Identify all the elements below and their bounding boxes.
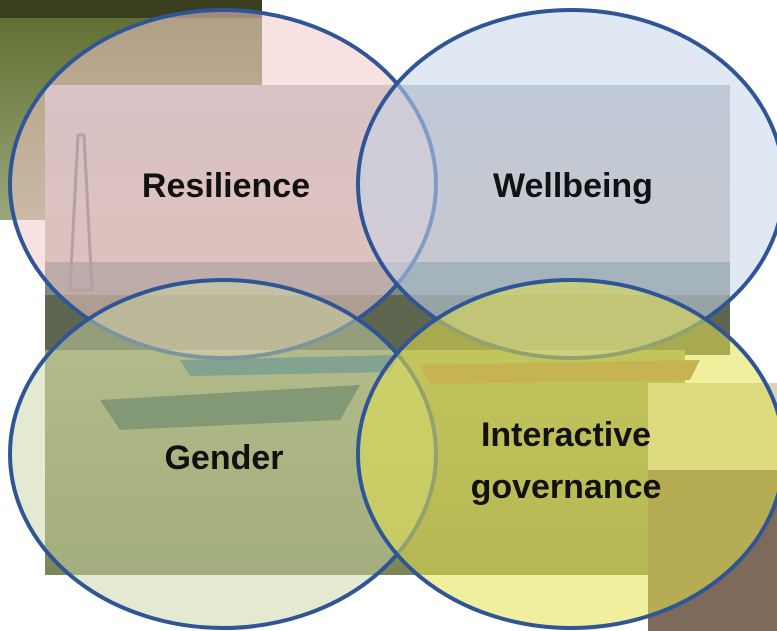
gender-label: Gender bbox=[164, 439, 283, 477]
governance-circle bbox=[356, 278, 777, 630]
governance-label-line2: governance bbox=[471, 468, 662, 506]
venn-circles bbox=[8, 8, 777, 630]
wellbeing-label: Wellbeing bbox=[493, 167, 653, 205]
resilience-label: Resilience bbox=[142, 167, 310, 205]
venn-labels: Resilience Wellbeing Gender Interactive … bbox=[142, 167, 662, 506]
governance-label-line1: Interactive bbox=[481, 416, 651, 454]
